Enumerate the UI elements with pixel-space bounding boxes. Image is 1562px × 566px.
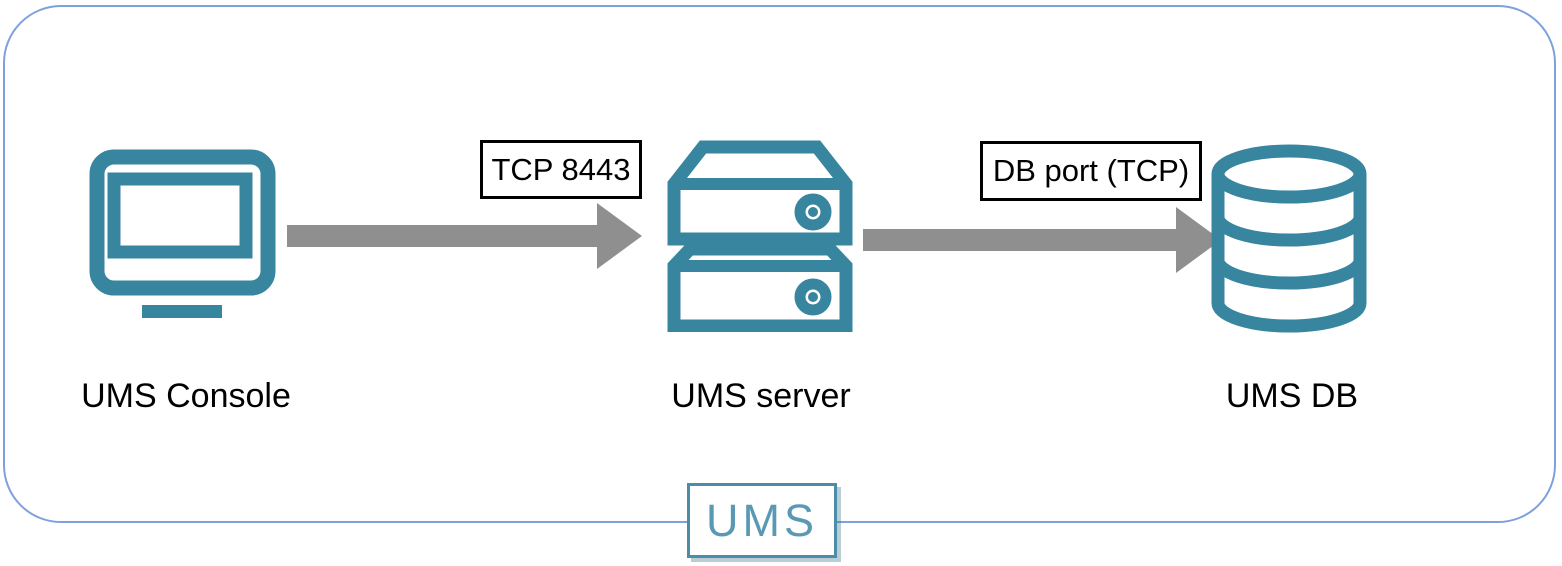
node-label-ums-db: UMS DB [1225,377,1359,415]
node-label-ums-console: UMS Console [81,377,291,415]
connection-label-tcp-8443: TCP 8443 [480,140,642,199]
node-label-ums-server: UMS server [671,377,851,415]
ums-logo-text: UMS [706,494,818,546]
database-icon [1211,144,1367,333]
arrow-server-to-db [863,207,1221,273]
arrow-console-to-server [287,203,642,269]
connection-label-db-port-tcp: DB port (TCP) [980,141,1202,201]
monitor-icon [89,149,276,318]
ums-logo-badge: UMS [687,483,837,558]
server-icon [667,140,853,332]
